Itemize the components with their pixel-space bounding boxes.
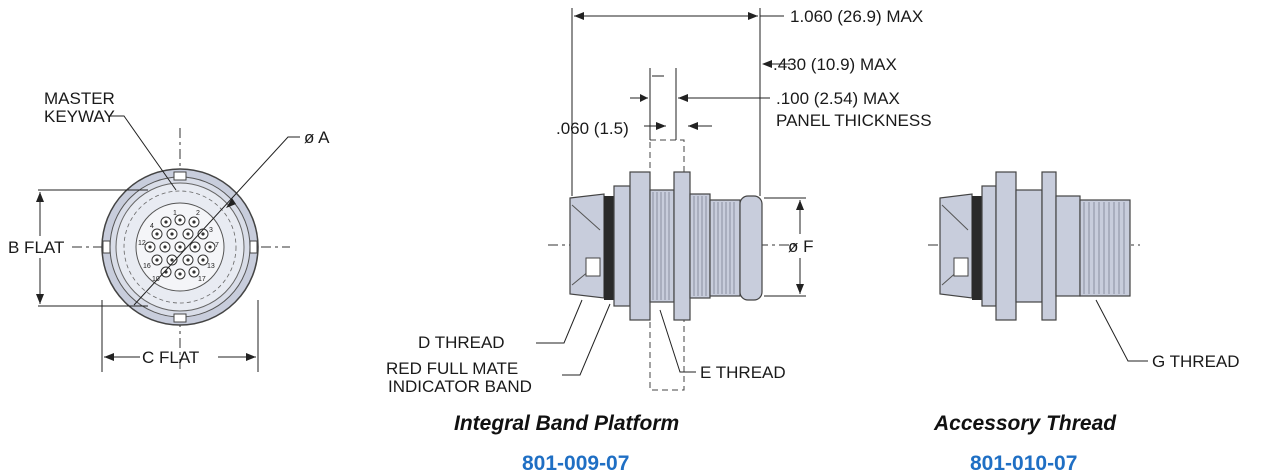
svg-text:1: 1	[173, 210, 177, 217]
svg-text:13: 13	[207, 263, 215, 270]
svg-text:16: 16	[143, 263, 151, 270]
svg-text:12: 12	[138, 240, 146, 247]
side-view-integral-band: 1.060 (26.9) MAX .430 (10.9) MAX .100 (2…	[386, 7, 932, 474]
red-band-label: RED FULL MATE	[386, 359, 518, 378]
svg-text:10: 10	[152, 276, 160, 283]
svg-text:17: 17	[198, 276, 206, 283]
svg-text:7: 7	[215, 242, 219, 249]
dim-430-label: .430 (10.9) MAX	[773, 55, 897, 74]
g-thread-label: G THREAD	[1152, 352, 1240, 371]
dia-f-label: ø F	[788, 237, 814, 256]
caption-accessory-thread: Accessory Thread	[933, 412, 1117, 435]
c-flat-label: C FLAT	[142, 348, 199, 367]
svg-text:3: 3	[209, 227, 213, 234]
svg-text:2: 2	[196, 210, 200, 217]
part-number-801-010-07: 801-010-07	[970, 452, 1077, 474]
side-view-accessory-thread: G THREAD Accessory Thread 801-010-07	[928, 171, 1240, 474]
d-thread-label: D THREAD	[418, 333, 505, 352]
pin-labels: 1 2 4 3 12 7 16 13 10 17	[138, 210, 219, 283]
front-view: 1 2 4 3 12 7 16 13 10 17 MASTER KEYWAY ø…	[8, 89, 330, 372]
svg-text:4: 4	[150, 223, 154, 230]
dim-060-label: .060 (1.5)	[556, 119, 629, 138]
dim-panel-thickness-label: PANEL THICKNESS	[776, 111, 932, 130]
master-keyway-label: MASTER KEYWAY	[44, 89, 120, 126]
dia-a-label: ø A	[304, 128, 330, 147]
dim-100-label: .100 (2.54) MAX	[776, 89, 900, 108]
red-indicator-band	[604, 196, 614, 300]
caption-integral-band: Integral Band Platform	[454, 412, 679, 435]
dim-overall-label: 1.060 (26.9) MAX	[790, 7, 923, 26]
part-number-801-009-07: 801-009-07	[522, 452, 629, 474]
b-flat-label: B FLAT	[8, 238, 64, 257]
e-thread-label: E THREAD	[700, 363, 786, 382]
red-band-label-2: INDICATOR BAND	[388, 377, 532, 396]
